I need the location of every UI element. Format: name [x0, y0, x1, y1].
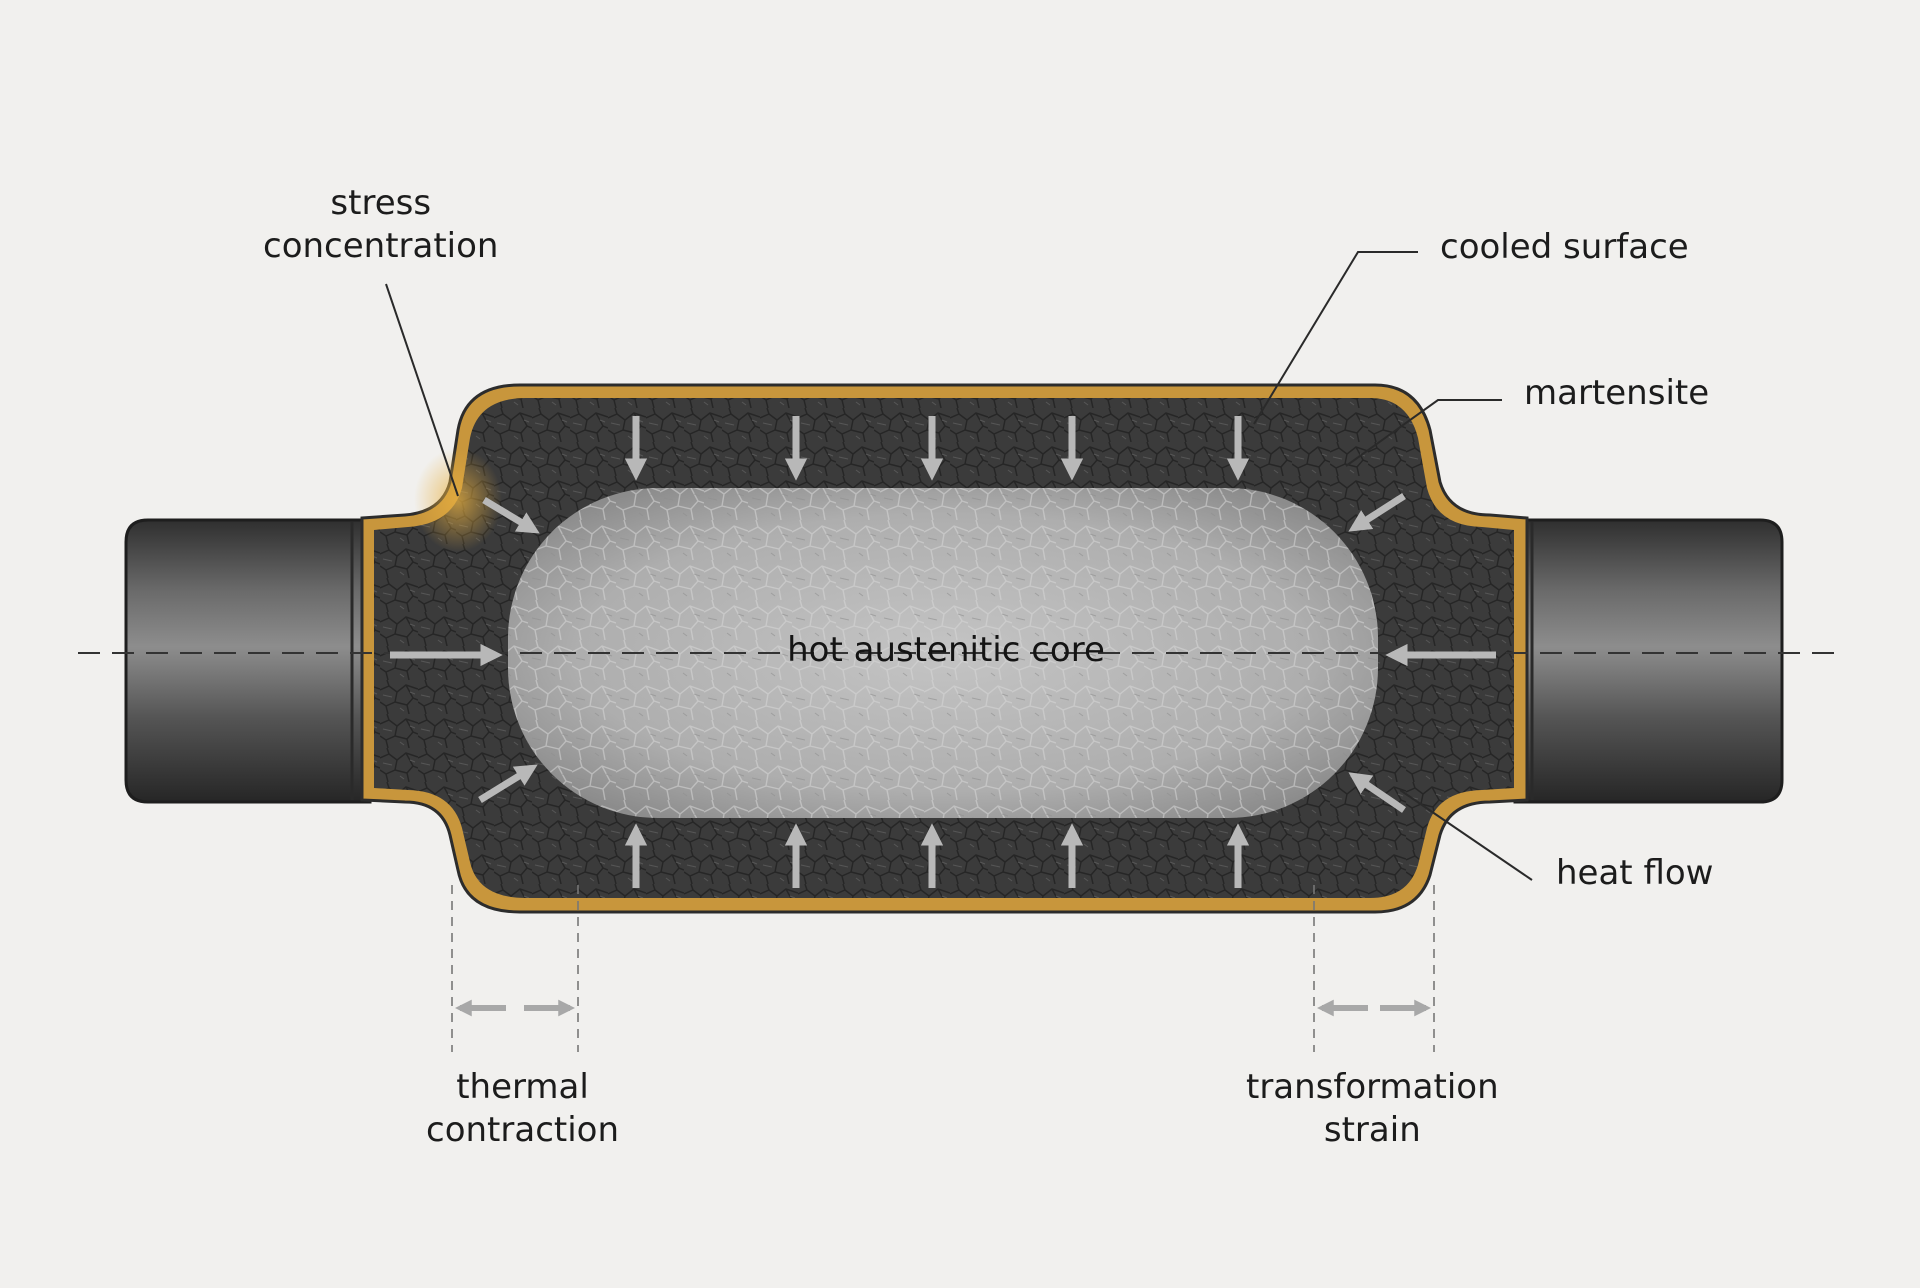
- label-martensite: martensite: [1524, 373, 1710, 413]
- leader-martensite: [1345, 399, 1502, 467]
- label-heat-flow: heat flow: [1556, 853, 1714, 893]
- label-transformation-line2: strain: [1323, 1110, 1421, 1150]
- label-thermal-line2: contraction: [426, 1110, 620, 1150]
- stress-glow: [414, 448, 502, 552]
- label-stress-line2: concentration: [263, 226, 499, 266]
- leader-heat-flow: [1399, 789, 1533, 881]
- label-transformation-strain: transformation strain: [1246, 1066, 1499, 1152]
- label-thermal-contraction: thermal contraction: [426, 1066, 619, 1152]
- heat-flow-arrows: [390, 416, 1496, 888]
- right-shaft: [1513, 518, 1784, 804]
- label-transformation-line1: transformation: [1246, 1067, 1499, 1107]
- core-label: hot austenitic core: [787, 630, 1105, 670]
- leader-stress: [385, 283, 459, 497]
- arrow-right-upper: [1348, 493, 1406, 532]
- dimension-guides: [451, 885, 1435, 1052]
- left-shaft: [124, 518, 372, 804]
- label-stress-line1: stress: [330, 183, 432, 223]
- leader-lines: [385, 251, 1533, 881]
- label-thermal-line1: thermal: [456, 1067, 589, 1107]
- label-stress-concentration: stress concentration: [263, 182, 498, 268]
- leader-cooled: [1253, 251, 1418, 425]
- arrow-left-lower: [478, 764, 538, 803]
- arrow-right-lower: [1348, 772, 1406, 813]
- arrow-left-upper: [482, 496, 540, 534]
- label-cooled-surface: cooled surface: [1440, 227, 1689, 267]
